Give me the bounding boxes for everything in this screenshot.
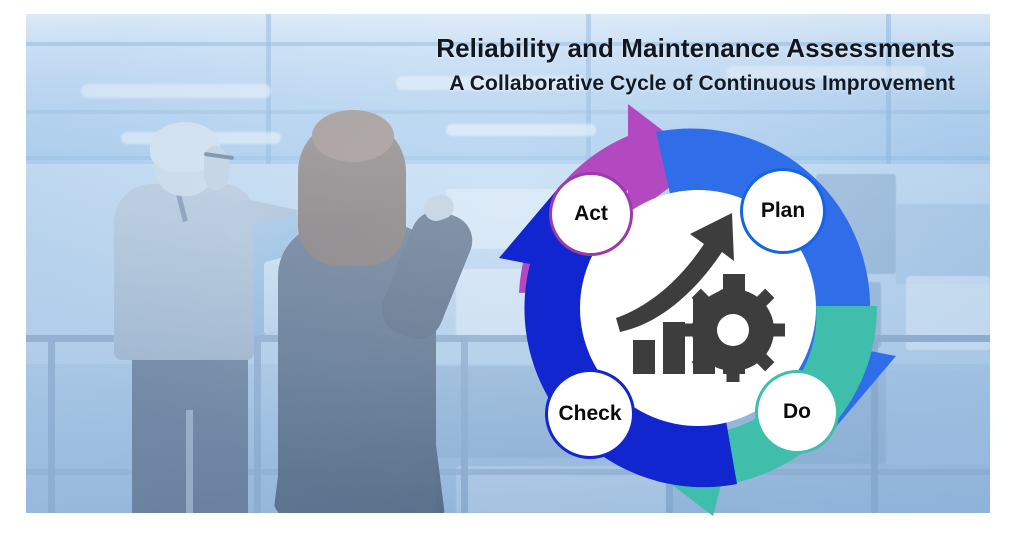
- ceiling-beam: [586, 14, 591, 164]
- railing-post: [48, 335, 55, 513]
- page-subtitle: A Collaborative Cycle of Continuous Impr…: [449, 72, 955, 95]
- ceiling-beam: [26, 110, 990, 114]
- cycle-node-check-label: Check: [558, 402, 622, 425]
- page-title: Reliability and Maintenance Assessments: [436, 33, 955, 63]
- cycle-node-plan-label: Plan: [760, 199, 806, 222]
- railing-rail: [26, 335, 990, 342]
- ceiling-beam: [886, 14, 891, 164]
- cycle-node-do-label: Do: [783, 400, 811, 423]
- railing-post: [254, 335, 261, 513]
- ceiling-light: [446, 124, 596, 136]
- ceiling-beam: [26, 156, 990, 160]
- railing-post: [871, 335, 878, 513]
- railing-post: [461, 335, 468, 513]
- factory-machine: [896, 204, 990, 284]
- person-man-legs-gap: [186, 410, 193, 513]
- person-woman-head: [312, 110, 394, 162]
- cycle-node-act-label: Act: [574, 202, 608, 225]
- cycle-node-check[interactable]: Check: [545, 369, 635, 459]
- growth-bar-chart-gear-icon: [616, 213, 785, 382]
- cycle-node-act[interactable]: Act: [549, 172, 633, 256]
- cycle-node-do[interactable]: Do: [755, 370, 839, 454]
- ceiling-light: [726, 66, 926, 79]
- railing-rail: [26, 469, 990, 475]
- ceiling-beam: [26, 42, 990, 46]
- ceiling-light: [81, 84, 271, 98]
- factory-machine: [886, 369, 990, 465]
- ceiling-light: [396, 76, 586, 90]
- cycle-node-plan[interactable]: Plan: [740, 168, 826, 254]
